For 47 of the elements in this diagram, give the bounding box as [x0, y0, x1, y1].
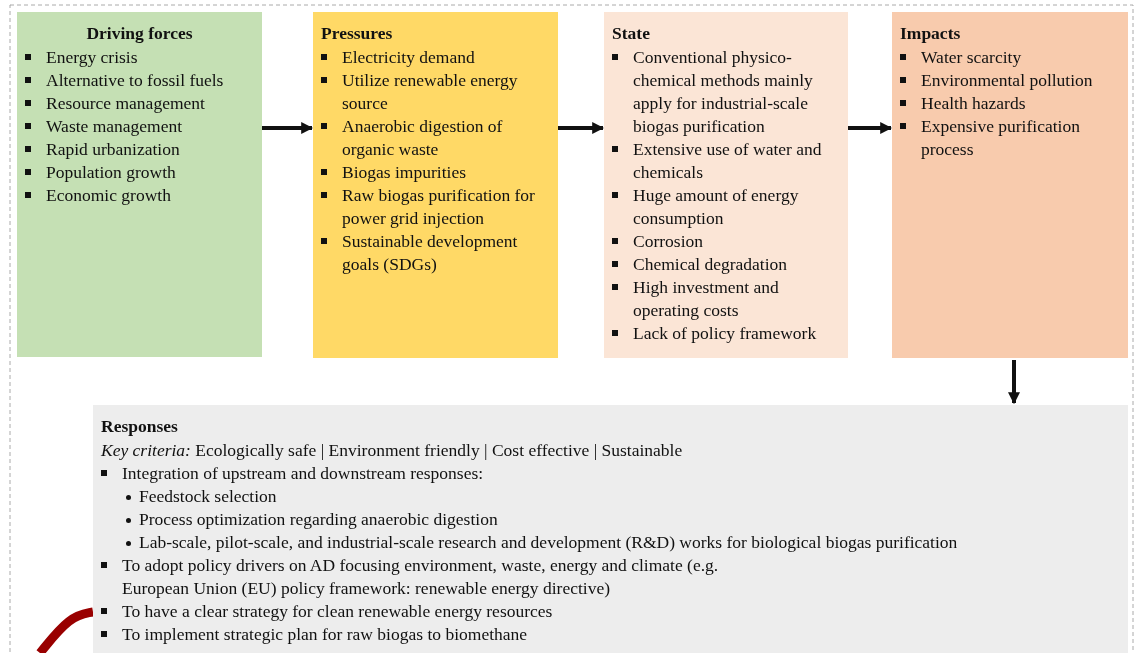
bullet-text: Raw biogas purification for power grid injection [342, 185, 535, 228]
bullet-text: High investment and operating costs [633, 277, 779, 320]
bullet-text: Electricity demand [342, 47, 475, 67]
arrow [558, 122, 605, 134]
criteria-text: Key criteria: Ecologically safe | Environment friendly | Cost effective | Sustainable [101, 439, 684, 462]
bullet-text: Water scarcity [921, 47, 1022, 67]
bullet-text: Process optimization regarding anaerobic digestion [139, 509, 498, 529]
arrow [262, 122, 314, 134]
bullet-text: Corrosion [633, 231, 703, 251]
bullet-text: Rapid urbanization [46, 139, 180, 159]
bullet-text: Lab-scale, pilot-scale, and industrial-scale research and development (R&D) works for biological biogas purification [139, 532, 958, 552]
bullet-text: Sustainable development goals (SDGs) [342, 231, 518, 274]
impacts-box [892, 12, 1128, 358]
heading: Responses [101, 415, 179, 438]
bullet-text: Feedstock selection [139, 486, 277, 506]
bullet-text: Lack of policy framework [633, 323, 817, 343]
heading: Driving forces [85, 22, 194, 45]
bullet-text: Health hazards [921, 93, 1026, 113]
bullet-text: Huge amount of energy consumption [633, 185, 799, 228]
bullet-text: Economic growth [46, 185, 171, 205]
bullet-text: To adopt policy drivers on AD focusing environment, waste, energy and climate (e.g. European Union (EU) policy framework: renewable energy directive) [122, 555, 719, 598]
bullet-text: Population growth [46, 162, 176, 182]
state-box [604, 12, 848, 358]
bullet-text: Integration of upstream and downstream responses: [122, 463, 484, 483]
bullet-text: Resource management [46, 93, 205, 113]
bullet-text: To implement strategic plan for raw biogas to biomethane [122, 624, 528, 644]
bullet-text: Biogas impurities [342, 162, 466, 182]
responses-box [93, 405, 1128, 653]
bullet-text: Waste management [46, 116, 183, 136]
bullet-text: Environmental pollution [921, 70, 1093, 90]
heading: Pressures [321, 22, 394, 45]
driving-forces-box [17, 12, 262, 357]
heading: State [612, 22, 651, 45]
bullet-text: Utilize renewable energy source [342, 70, 518, 113]
bullet-text: To have a clear strategy for clean renewable energy resources [122, 601, 553, 621]
bullet-text: Expensive purification process [921, 116, 1080, 159]
curved-line [36, 607, 94, 653]
pressures-box [313, 12, 558, 358]
bullet-text: Extensive use of water and chemicals [633, 139, 822, 182]
heading: Impacts [900, 22, 962, 45]
bullet-text: Energy crisis [46, 47, 138, 67]
bullet-text: Chemical degradation [633, 254, 788, 274]
bullet-text: Conventional physico-chemical methods mainly apply for industrial-scale biogas purification [633, 47, 813, 136]
bullet-text: Anaerobic digestion of organic waste [342, 116, 503, 159]
arrow [848, 122, 893, 134]
bullet-text: Alternative to fossil fuels [46, 70, 224, 90]
arrow [1008, 360, 1020, 405]
